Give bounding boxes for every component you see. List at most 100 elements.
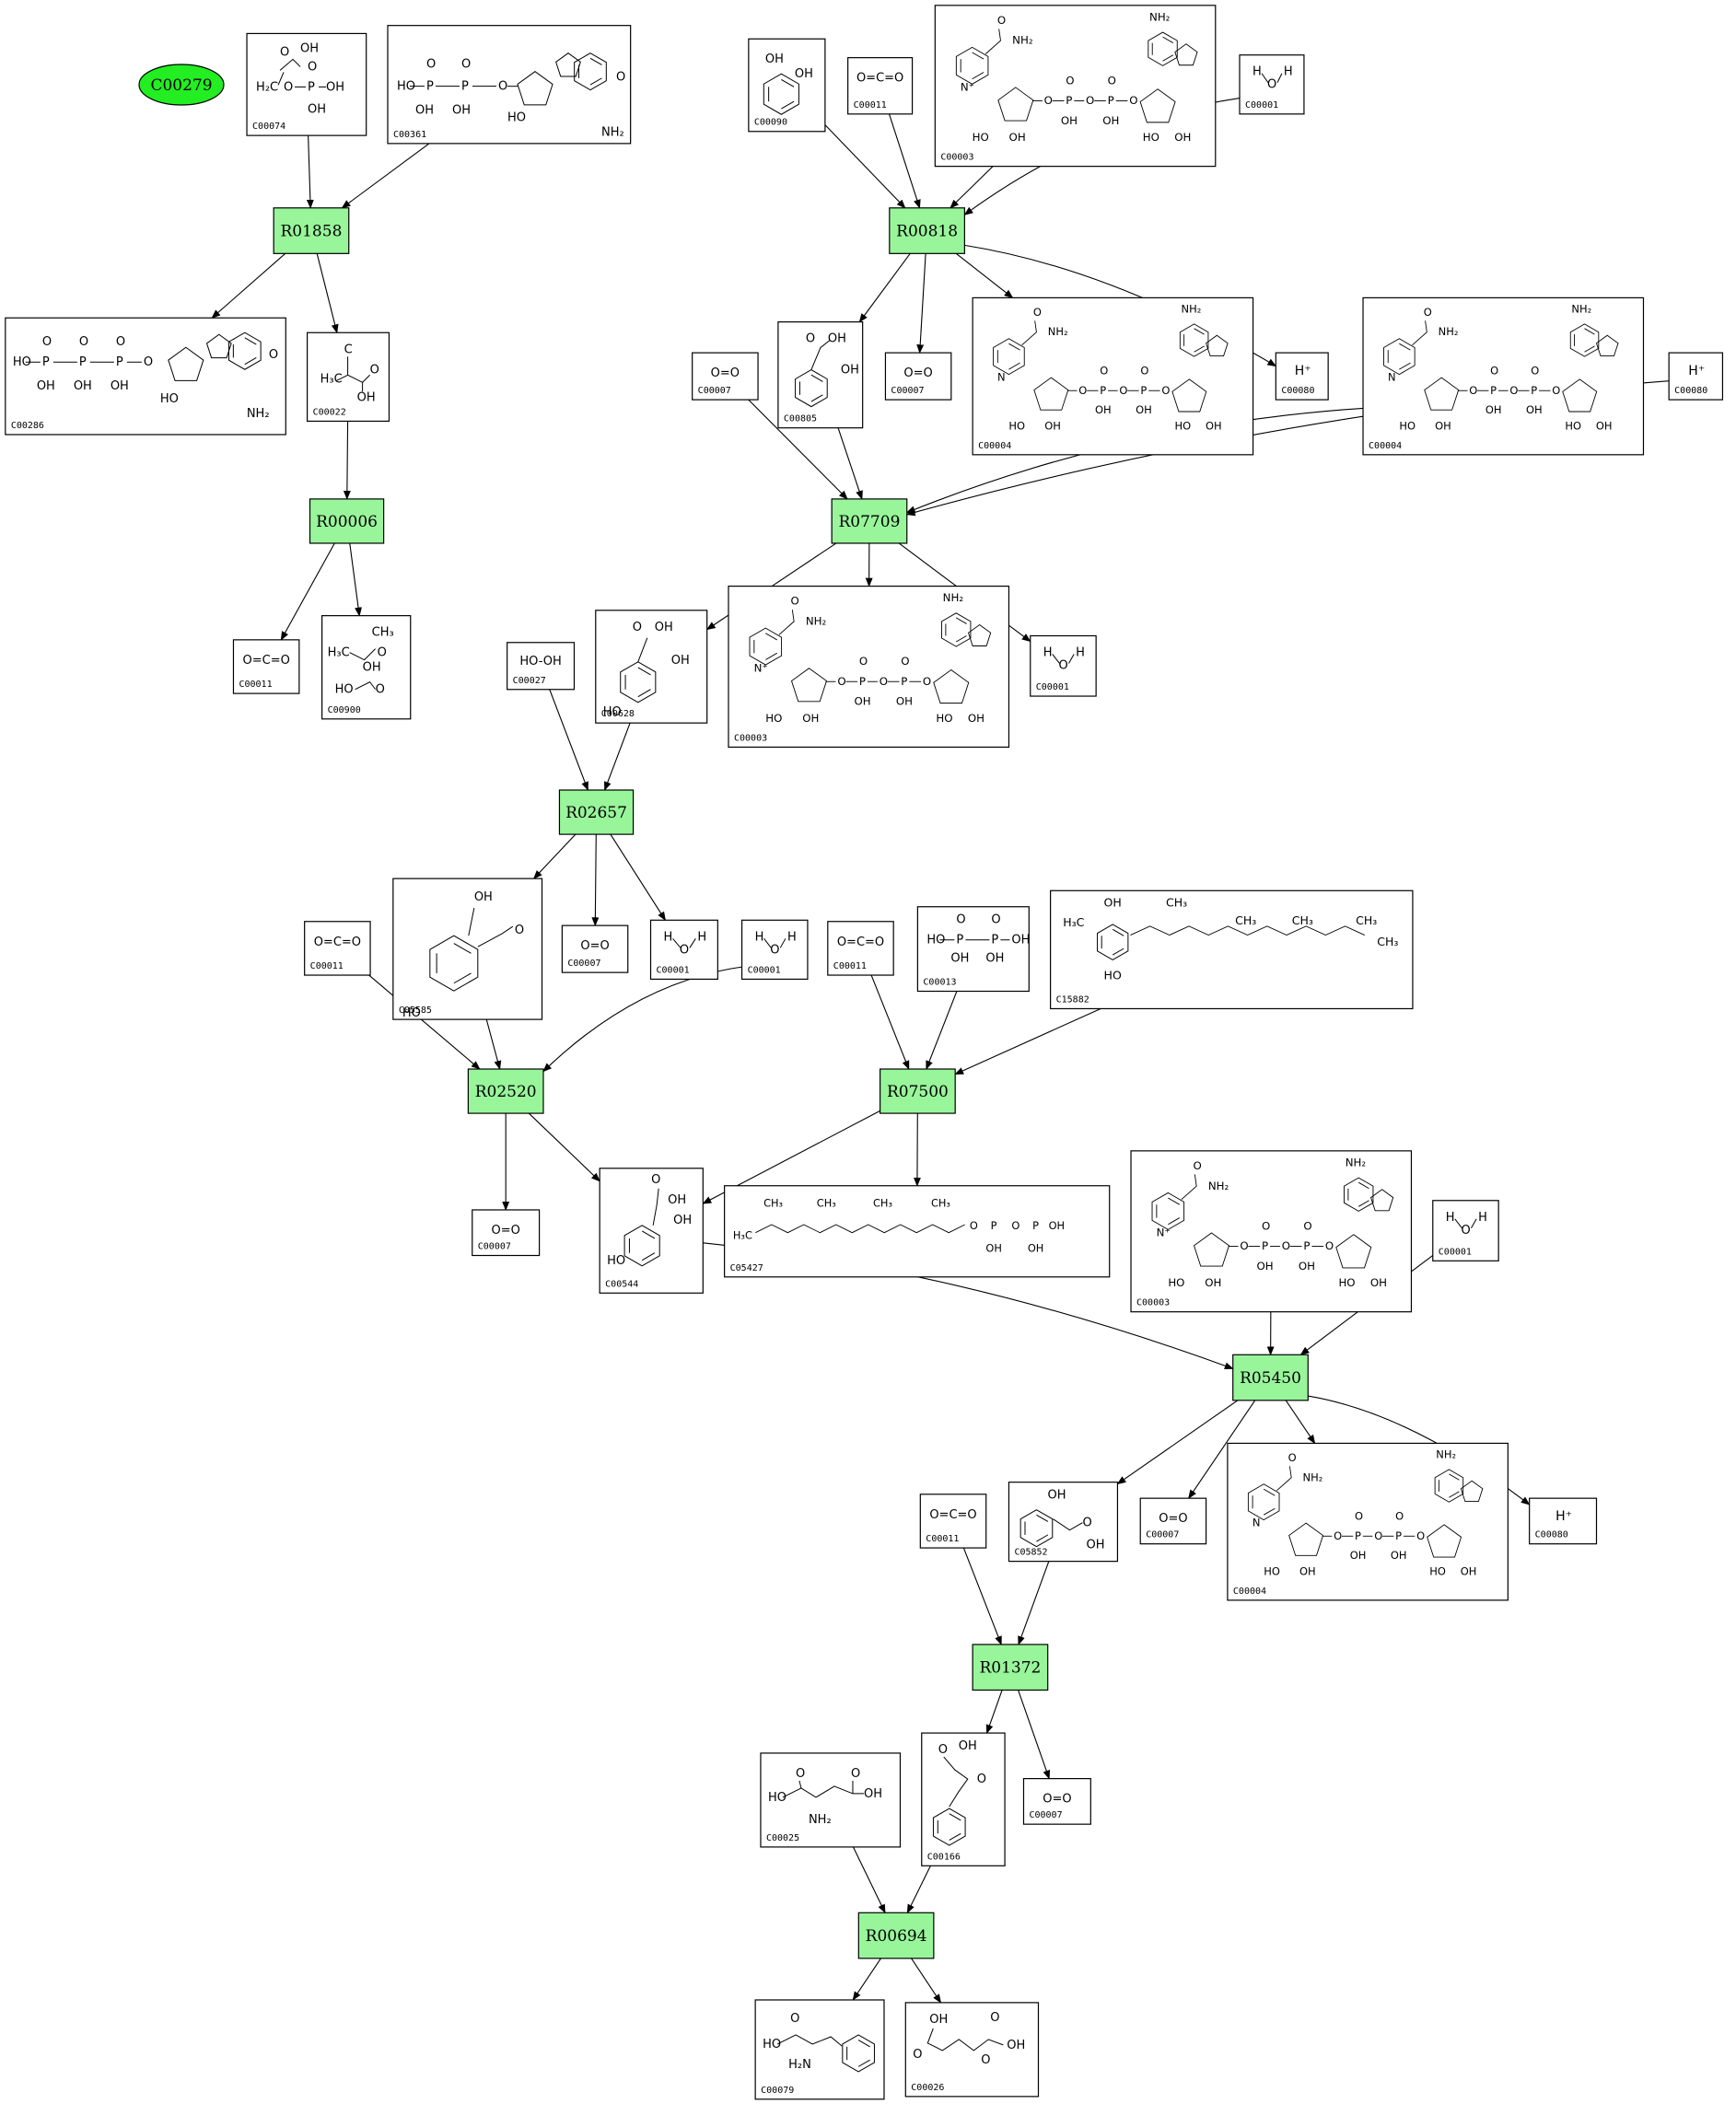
reaction-box bbox=[1232, 1354, 1309, 1401]
svg-text:P: P bbox=[308, 80, 315, 94]
svg-text:OH: OH bbox=[864, 1787, 882, 1801]
compound-id: C00011 bbox=[854, 100, 887, 110]
svg-text:O: O bbox=[1531, 365, 1539, 378]
reaction-r02657[interactable]: R02657 bbox=[558, 789, 635, 835]
svg-text:H⁺: H⁺ bbox=[1295, 364, 1311, 378]
compound-box bbox=[1239, 54, 1305, 115]
svg-text:CH₃: CH₃ bbox=[372, 626, 394, 640]
compound-c00080[interactable]: H⁺C00080 bbox=[1529, 1497, 1598, 1545]
svg-text:O=O: O=O bbox=[1043, 1793, 1071, 1807]
compound-id: C00080 bbox=[1535, 1530, 1568, 1540]
reaction-r07500[interactable]: R07500 bbox=[880, 1068, 956, 1114]
svg-text:HO: HO bbox=[1429, 1565, 1446, 1578]
svg-text:OH: OH bbox=[415, 104, 434, 118]
svg-text:OH: OH bbox=[828, 332, 846, 346]
reaction-box bbox=[880, 1068, 956, 1114]
compound-c00080[interactable]: H⁺C00080 bbox=[1275, 352, 1329, 401]
svg-text:O: O bbox=[1086, 94, 1094, 107]
svg-text:H: H bbox=[1076, 645, 1085, 659]
svg-text:OH: OH bbox=[74, 379, 92, 393]
compound-id: C00628 bbox=[601, 709, 635, 719]
svg-text:HO: HO bbox=[765, 712, 782, 725]
svg-text:O: O bbox=[498, 80, 507, 94]
reaction-r02520[interactable]: R02520 bbox=[467, 1068, 544, 1114]
compound-box bbox=[1050, 889, 1414, 1010]
compound-box bbox=[5, 317, 286, 436]
reaction-r05450[interactable]: R05450 bbox=[1232, 1354, 1309, 1401]
svg-text:OH: OH bbox=[671, 654, 690, 668]
edge-c00022-r00006 bbox=[343, 421, 351, 500]
svg-text:OH: OH bbox=[1257, 1260, 1274, 1273]
compound-c00080[interactable]: H⁺C00080 bbox=[1668, 352, 1724, 401]
compound-box bbox=[304, 921, 371, 976]
svg-text:HO: HO bbox=[13, 355, 31, 369]
compound-id: C00361 bbox=[393, 130, 426, 140]
svg-text:O=C=O: O=C=O bbox=[929, 1508, 976, 1522]
reaction-box bbox=[889, 207, 965, 254]
o2-structure: O=O bbox=[580, 939, 609, 953]
svg-text:O: O bbox=[461, 58, 471, 72]
edge-c00011d-r07500 bbox=[870, 974, 910, 1070]
svg-text:P: P bbox=[859, 675, 866, 688]
reaction-r01372[interactable]: R01372 bbox=[972, 1644, 1049, 1691]
svg-text:O: O bbox=[1374, 1529, 1382, 1542]
reaction-box bbox=[972, 1644, 1049, 1691]
reaction-r07709[interactable]: R07709 bbox=[831, 498, 908, 544]
svg-text:HO: HO bbox=[973, 131, 989, 144]
reaction-r00006[interactable]: R00006 bbox=[309, 498, 385, 544]
compound-box bbox=[1008, 1482, 1119, 1563]
svg-text:HO: HO bbox=[1168, 1276, 1184, 1289]
svg-text:OH: OH bbox=[1104, 896, 1122, 910]
reaction-r00694[interactable]: R00694 bbox=[857, 1912, 935, 1959]
svg-text:CH₃: CH₃ bbox=[1235, 913, 1256, 927]
highlight-node[interactable]: C00279 bbox=[138, 64, 225, 106]
reaction-r00818[interactable]: R00818 bbox=[889, 207, 965, 254]
compound-box bbox=[916, 906, 1030, 993]
svg-text:OH: OH bbox=[326, 80, 344, 94]
reaction-r01858[interactable]: R01858 bbox=[273, 207, 350, 254]
